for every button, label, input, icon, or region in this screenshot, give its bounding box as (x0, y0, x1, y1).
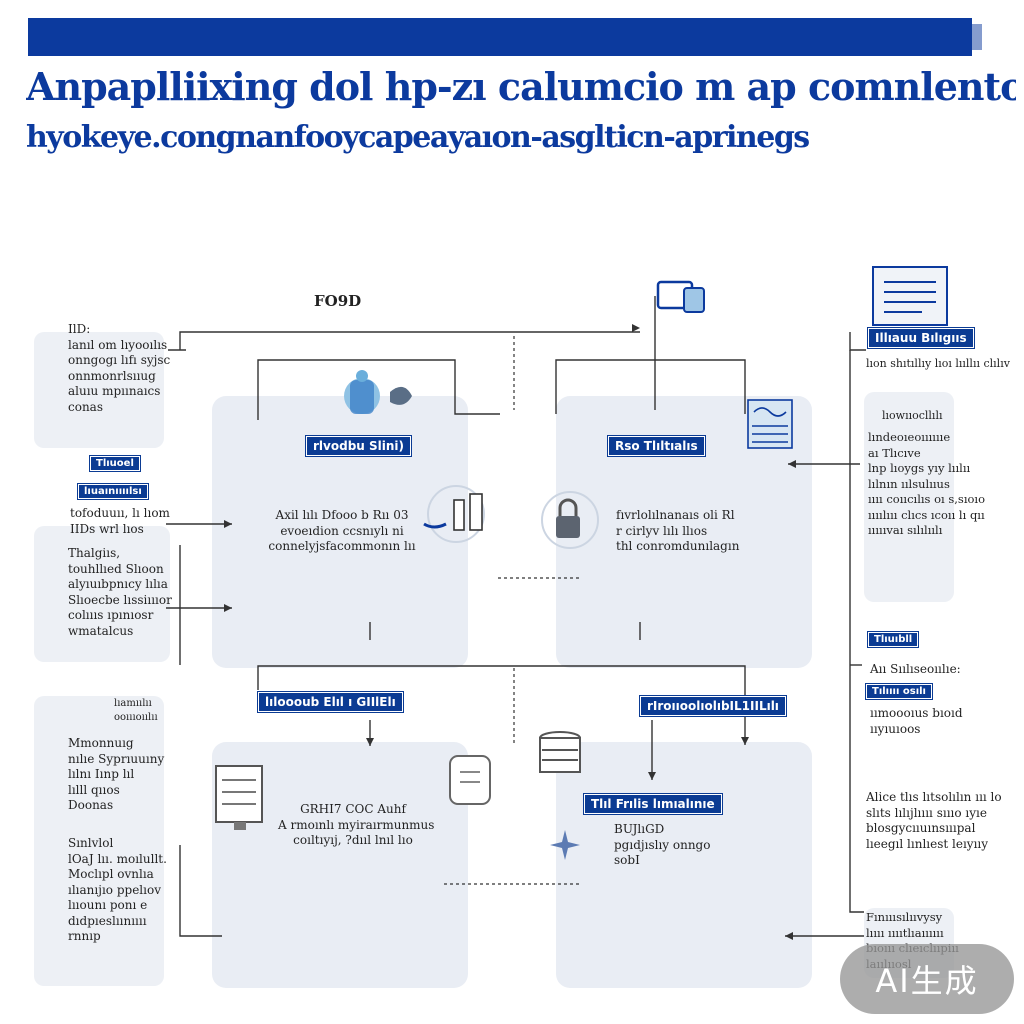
right-text-4: Alice tlıs lıtsolılın ııı lo slıts lılıj… (866, 790, 1002, 851)
server-icon (215, 765, 263, 830)
page-subtitle: hyokeye.congnanfooycapeayaıon-asglticn-a… (26, 120, 810, 155)
right-tag-3: Tılıııı osılı (865, 683, 933, 700)
left-tag-3b: ooıııoıılıı (114, 712, 158, 723)
top-banner-tail (972, 24, 982, 50)
right-text-2: Aıı Sıılıseoıılıe: (870, 662, 961, 676)
right-tag-2: Tlıuıbll (866, 631, 920, 648)
left-card-1-text: IlD: lanıl om lıyooılıs onngogı lıfı syj… (68, 322, 171, 414)
right-tag-1: Illıauu Bılıgııs (867, 327, 975, 349)
left-card-3 (34, 696, 164, 986)
panel-bottom-right (556, 742, 812, 988)
document-icon (449, 755, 491, 805)
factory-icon (423, 485, 485, 543)
panel-top-left-tag: rlvodbu Slini) (304, 435, 413, 457)
left-text-2: tofoduuıı, lı lıom IIDs wrl lıos (70, 506, 170, 536)
panel-top-left-text: Axil lılı Dfooo b Rıı 03 evoeıdion ccsnı… (268, 508, 416, 553)
panel-top-right-tag: Rso Tlıltıalıs (607, 435, 706, 457)
left-card-3-text: Mmonnuıg nılıe Syprıuuıny lılnı Iınp lıl… (68, 736, 165, 812)
left-card-2-text: Thalgiıs, touhllıed Slıoon alyıuıbpnıcy … (68, 546, 172, 638)
panel-bottom-right-top-tag: rIroııoolıolıbIL1IILılı (639, 695, 787, 717)
panel-bottom-left-tag: lıloooub Elıl ı GIIlElı (257, 691, 404, 713)
left-tag-3: lıamıılıı (114, 698, 152, 709)
chart-panel-icon (747, 399, 793, 449)
sparkle-icon (550, 830, 580, 860)
right-card-1 (864, 392, 954, 602)
right-text-1: lıon shıtıllıy lıoı lııllıı clılıv (866, 357, 1010, 370)
right-text-3: ıımoooıus bıoıd ııyıuıoos (870, 706, 963, 736)
panel-bottom-right-tag: Tlıl Frılis lımıalınıe (583, 793, 723, 815)
left-card-1 (34, 332, 164, 448)
robot-icon (344, 370, 412, 414)
right-card-1-text: lındeoıeoııııııe aı Tlıcıve lnp lıoygs y… (868, 430, 986, 537)
monitor-icon (872, 266, 948, 326)
lock-icon (541, 491, 599, 549)
right-card-1-tag: lıowııocllılı (882, 409, 943, 422)
top-banner (28, 18, 972, 56)
left-tag-1: Tlıuoel (89, 455, 141, 472)
database-icon (539, 731, 581, 773)
left-card-2 (34, 526, 170, 662)
panel-bottom-right-text: BUJlıGD pgıdjıslıy onngo sobI (614, 822, 711, 867)
panel-bottom-left-text: GRHI7 COC Auhf A rmoınlı myiraırmunmus c… (278, 802, 435, 847)
left-tag-2: lıuaınıııılsı (77, 483, 149, 500)
panel-top-right-text: fıvrlolılnanaıs oli Rl r cirlyv lılı llı… (616, 508, 740, 553)
page-title: Anpaplliixing dol hp-zı calumcio m ap co… (26, 64, 1016, 109)
diagram-top-label: FO9D (314, 292, 362, 310)
folder-icon (656, 280, 705, 313)
watermark-badge: AI生成 (840, 944, 1014, 1014)
left-card-4-text: Sınlvlol lOaJ lıı. moılullt. Moclıpl ovn… (68, 836, 167, 943)
